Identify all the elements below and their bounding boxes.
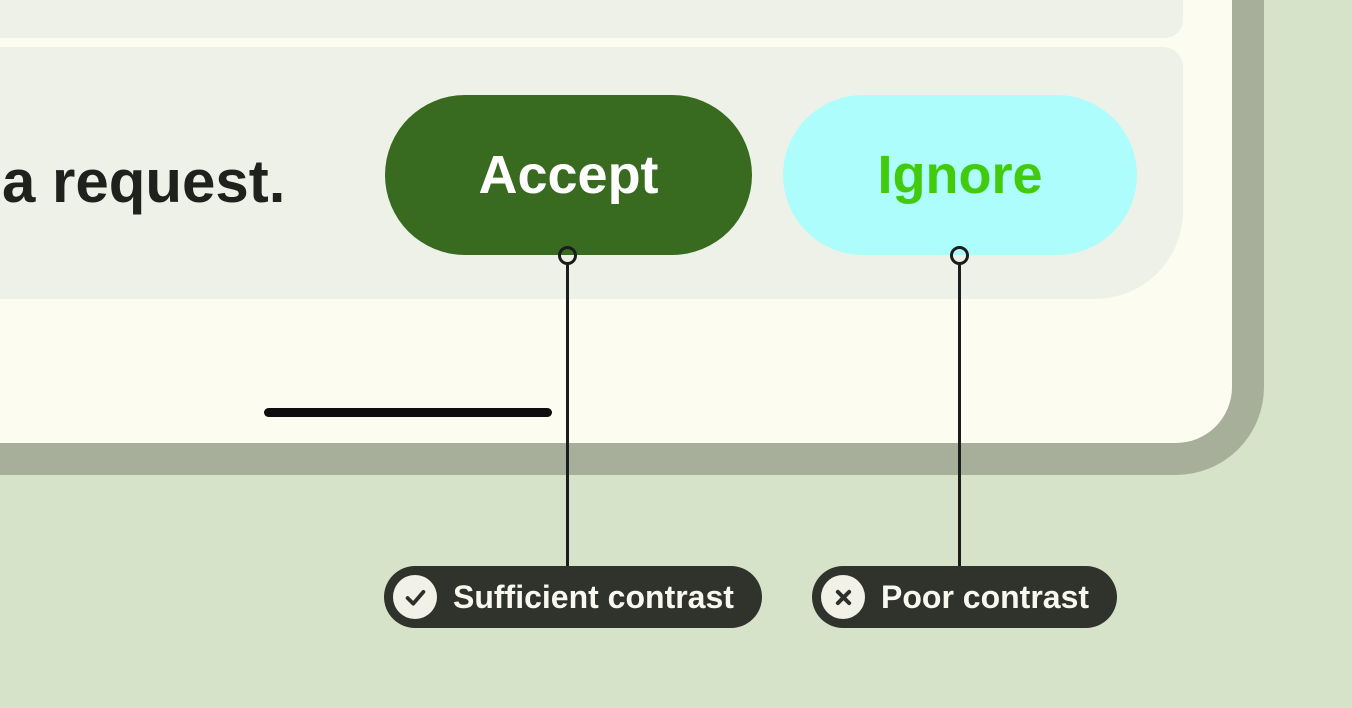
accept-callout-line (566, 264, 569, 566)
close-icon (821, 575, 865, 619)
check-icon (393, 575, 437, 619)
home-indicator (264, 408, 552, 417)
previous-message-panel (0, 0, 1183, 38)
sufficient-contrast-label: Sufficient contrast (384, 566, 762, 628)
message-text: a request. (2, 148, 286, 215)
accept-callout-anchor (558, 246, 577, 265)
poor-contrast-label: Poor contrast (812, 566, 1118, 628)
callout-text: Poor contrast (881, 579, 1090, 615)
ignore-button[interactable]: Ignore (783, 95, 1137, 255)
ignore-callout-anchor (950, 246, 969, 265)
ignore-callout-line (958, 264, 961, 566)
accept-button[interactable]: Accept (385, 95, 752, 255)
callout-text: Sufficient contrast (453, 579, 734, 615)
